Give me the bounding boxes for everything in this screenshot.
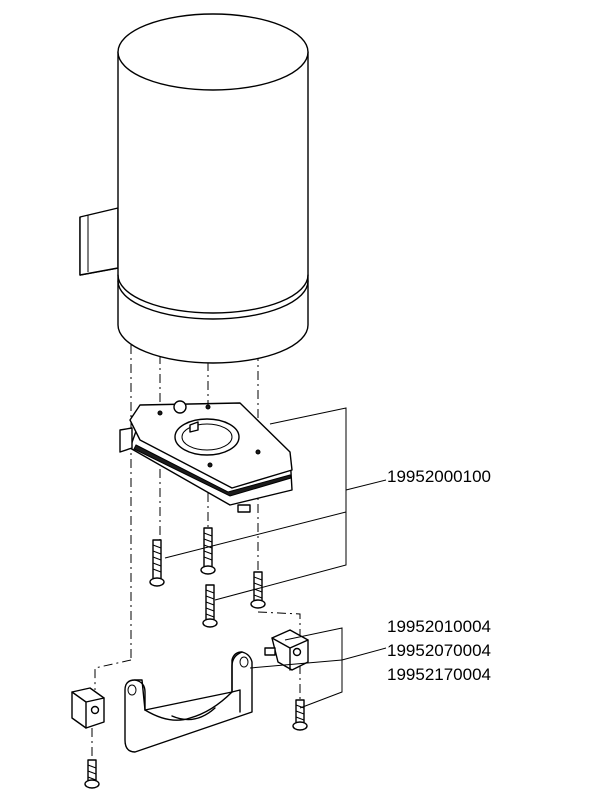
- clips: [71, 629, 309, 729]
- part-number-bracket-b: 19952070004: [387, 641, 491, 660]
- cylinder-container: [79, 13, 309, 364]
- callout-leaders: [164, 407, 387, 709]
- screw: [149, 539, 165, 587]
- screw: [84, 759, 100, 789]
- screw: [292, 699, 308, 731]
- screw: [202, 584, 218, 628]
- clip-left: [71, 687, 105, 729]
- part-number-mount-assembly: 19952000100: [387, 467, 491, 486]
- clip-right: [264, 629, 309, 671]
- part-number-bracket-a: 19952010004: [387, 617, 491, 636]
- mount-plate: [119, 400, 293, 513]
- u-bracket: [124, 651, 253, 753]
- screw: [200, 527, 216, 575]
- part-number-bracket-c: 19952170004: [387, 665, 491, 684]
- screws: [84, 527, 308, 789]
